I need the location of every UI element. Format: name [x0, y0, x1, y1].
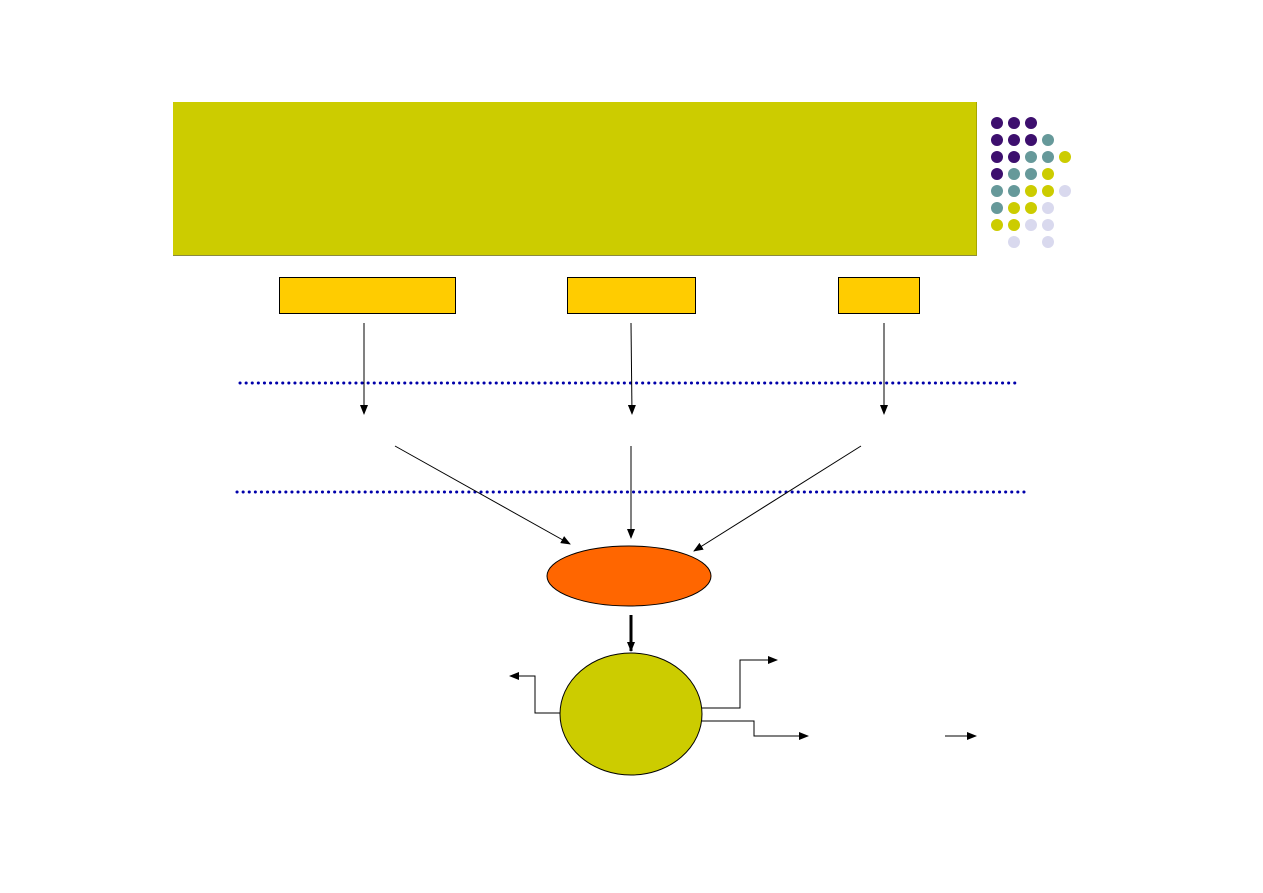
- connector-right-lower-output: [702, 720, 809, 740]
- connector-left-output: [509, 672, 560, 714]
- decorative-dot: [1025, 202, 1037, 214]
- decorative-dot: [1025, 168, 1037, 180]
- decorative-dot: [1008, 236, 1020, 248]
- decorative-dot: [1025, 185, 1037, 197]
- decorative-dot: [991, 219, 1003, 231]
- decorative-dot: [991, 134, 1003, 146]
- decorative-dot: [1025, 117, 1037, 129]
- source-box-left: [279, 277, 456, 314]
- central-ellipse: [546, 545, 712, 607]
- decorative-dot: [991, 185, 1003, 197]
- decorative-dot-cluster: [991, 117, 1071, 248]
- decorative-dot: [1008, 117, 1020, 129]
- decorative-dot: [1042, 185, 1054, 197]
- decorative-dot: [1025, 219, 1037, 231]
- decorative-dot: [991, 151, 1003, 163]
- decorative-dot: [1042, 134, 1054, 146]
- decorative-dot: [991, 168, 1003, 180]
- decorative-dot: [1008, 168, 1020, 180]
- bottom-circle: [559, 652, 703, 776]
- decorative-dot: [1008, 151, 1020, 163]
- decorative-dot: [1025, 151, 1037, 163]
- arrow-center-down: [627, 322, 636, 415]
- arrow-right-to-ellipse: [693, 445, 862, 552]
- decorative-dot: [1042, 236, 1054, 248]
- decorative-dot: [991, 117, 1003, 129]
- decorative-dot: [1059, 185, 1071, 197]
- decorative-dot: [991, 202, 1003, 214]
- title-band: [173, 102, 977, 256]
- source-box-center: [567, 277, 696, 314]
- decorative-dot: [1008, 219, 1020, 231]
- decorative-dot: [1042, 202, 1054, 214]
- decorative-dot: [1008, 134, 1020, 146]
- decorative-dot: [1059, 151, 1071, 163]
- decorative-dot: [1042, 168, 1054, 180]
- decorative-dot: [1042, 151, 1054, 163]
- decorative-dot: [1008, 202, 1020, 214]
- decorative-dot: [1042, 219, 1054, 231]
- arrow-left-to-ellipse: [394, 445, 571, 545]
- decorative-dot: [1025, 134, 1037, 146]
- source-box-right: [838, 277, 920, 314]
- decorative-dot: [1008, 185, 1020, 197]
- connector-right-upper-output: [702, 656, 778, 709]
